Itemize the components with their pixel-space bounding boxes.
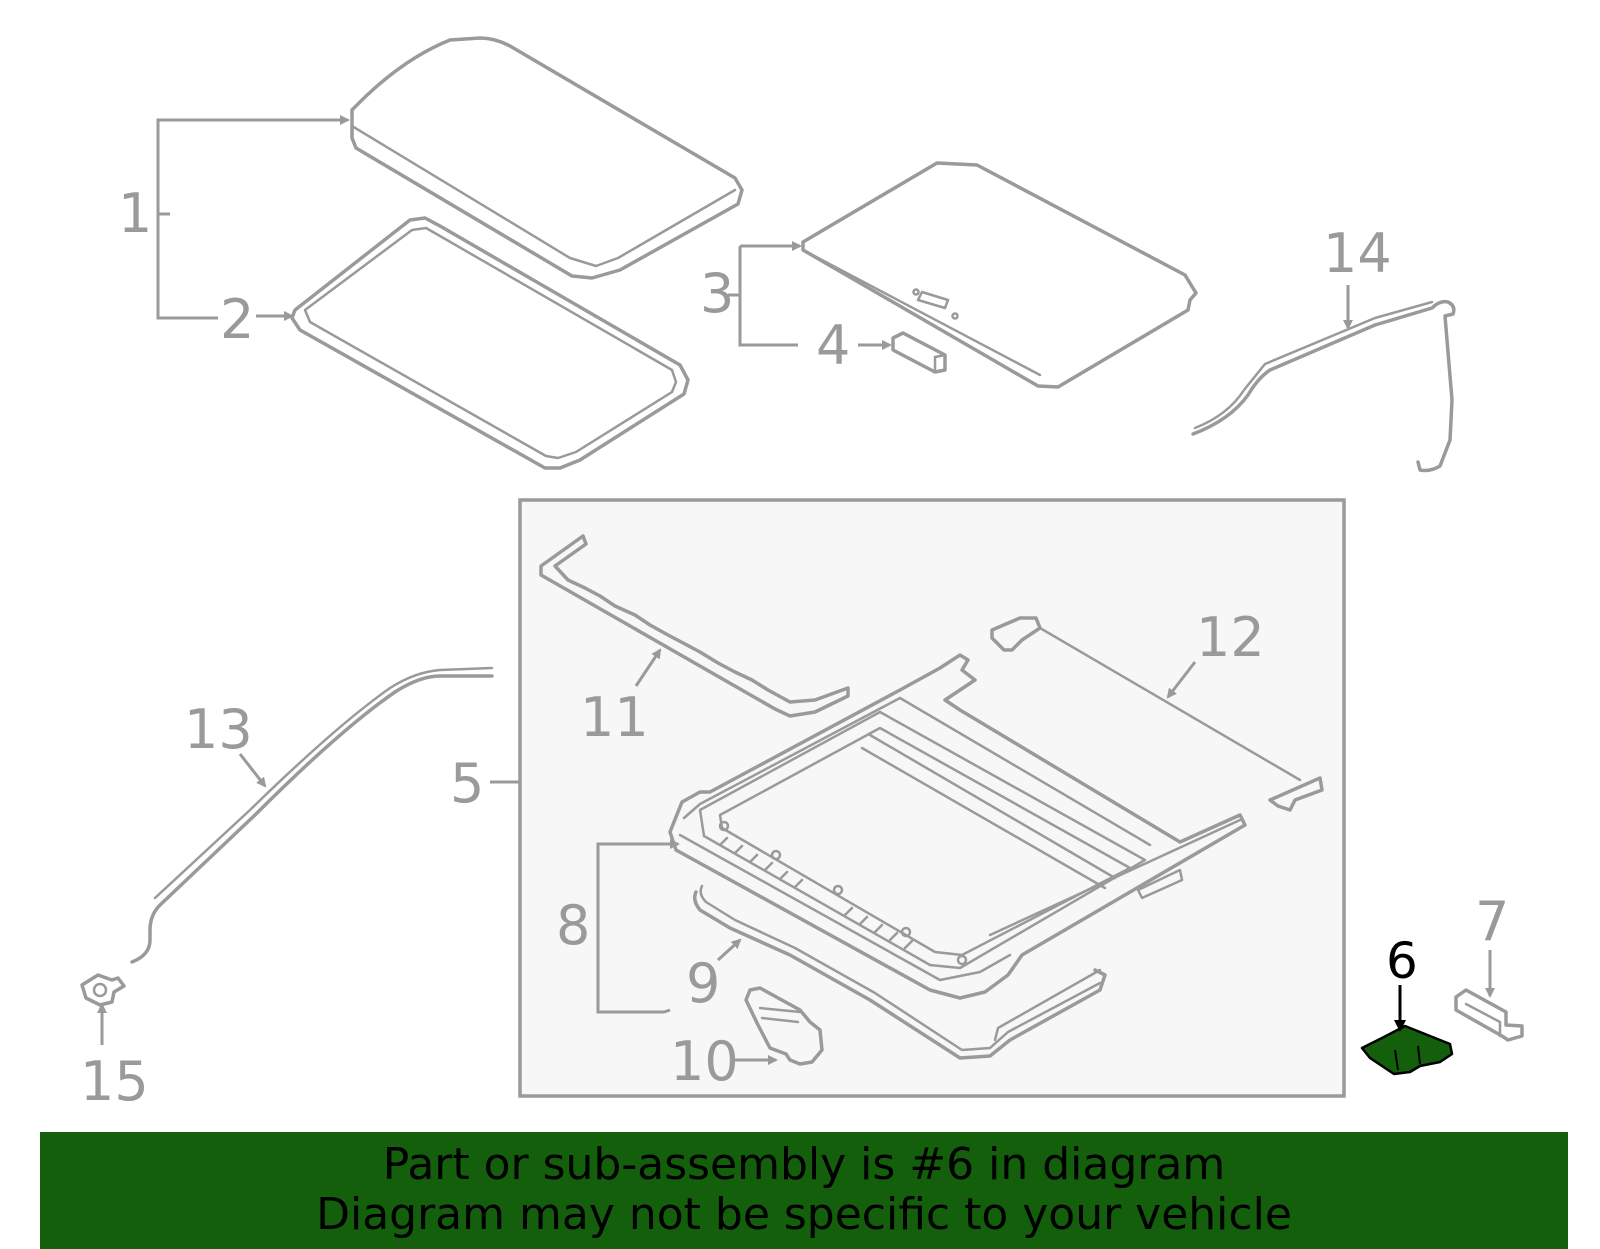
callout-1: 1 <box>118 182 152 245</box>
callout-3: 3 <box>700 262 734 325</box>
callout-14: 14 <box>1323 222 1392 285</box>
callout-12: 12 <box>1196 606 1265 669</box>
part-15-clip <box>80 973 126 1007</box>
part-14-drain-hose <box>1191 299 1456 473</box>
part-6-highlighted <box>1360 1024 1454 1076</box>
callout-13: 13 <box>184 698 253 761</box>
callout-2: 2 <box>220 288 254 351</box>
frame-assembly-box <box>518 498 1346 1098</box>
sunroof-frame <box>668 653 1247 1000</box>
callout-8: 8 <box>556 894 590 957</box>
banner-line-2: Diagram may not be specific to your vehi… <box>316 1189 1292 1240</box>
callout-5: 5 <box>450 752 484 815</box>
callout-9: 9 <box>686 952 720 1015</box>
callout-7: 7 <box>1475 890 1509 953</box>
part-2-seal <box>290 216 690 470</box>
callout-4: 4 <box>816 314 850 377</box>
part-10-motor <box>744 986 824 1066</box>
part-3-sunshade <box>801 161 1198 389</box>
part-7-stopper <box>1454 988 1524 1042</box>
callout-11: 11 <box>580 686 649 749</box>
callout-10: 10 <box>670 1030 739 1093</box>
callout-6: 6 <box>1386 932 1418 990</box>
part-4-handle <box>891 331 947 374</box>
part-1-glass-panel <box>350 36 744 280</box>
part-13-drain-hose <box>130 666 494 964</box>
info-banner: Part or sub-assembly is #6 in diagram Di… <box>40 1132 1568 1249</box>
banner-line-1: Part or sub-assembly is #6 in diagram <box>382 1139 1226 1190</box>
part-9-seal <box>692 884 1107 1060</box>
leader-lines <box>97 115 1495 1065</box>
part-12-rail <box>990 616 1324 812</box>
part-11-deflector <box>539 534 850 718</box>
callout-15: 15 <box>80 1050 149 1113</box>
